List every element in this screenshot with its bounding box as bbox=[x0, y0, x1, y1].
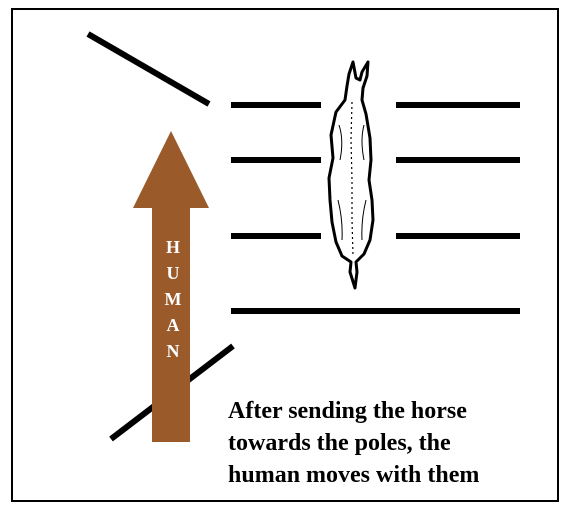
human-label: H U M A N bbox=[160, 234, 186, 364]
caption-line: After sending the horse bbox=[228, 395, 548, 427]
human-letter: N bbox=[167, 338, 180, 364]
caption-line: towards the poles, the bbox=[228, 427, 548, 459]
horse-top-view-icon bbox=[329, 62, 373, 288]
caption: After sending the horse towards the pole… bbox=[228, 395, 548, 491]
human-letter: A bbox=[167, 312, 180, 338]
human-letter: H bbox=[166, 234, 180, 260]
caption-line: human moves with them bbox=[228, 459, 548, 491]
human-letter: M bbox=[165, 286, 182, 312]
human-letter: U bbox=[167, 260, 180, 286]
diagonal-pole-top bbox=[88, 34, 209, 104]
